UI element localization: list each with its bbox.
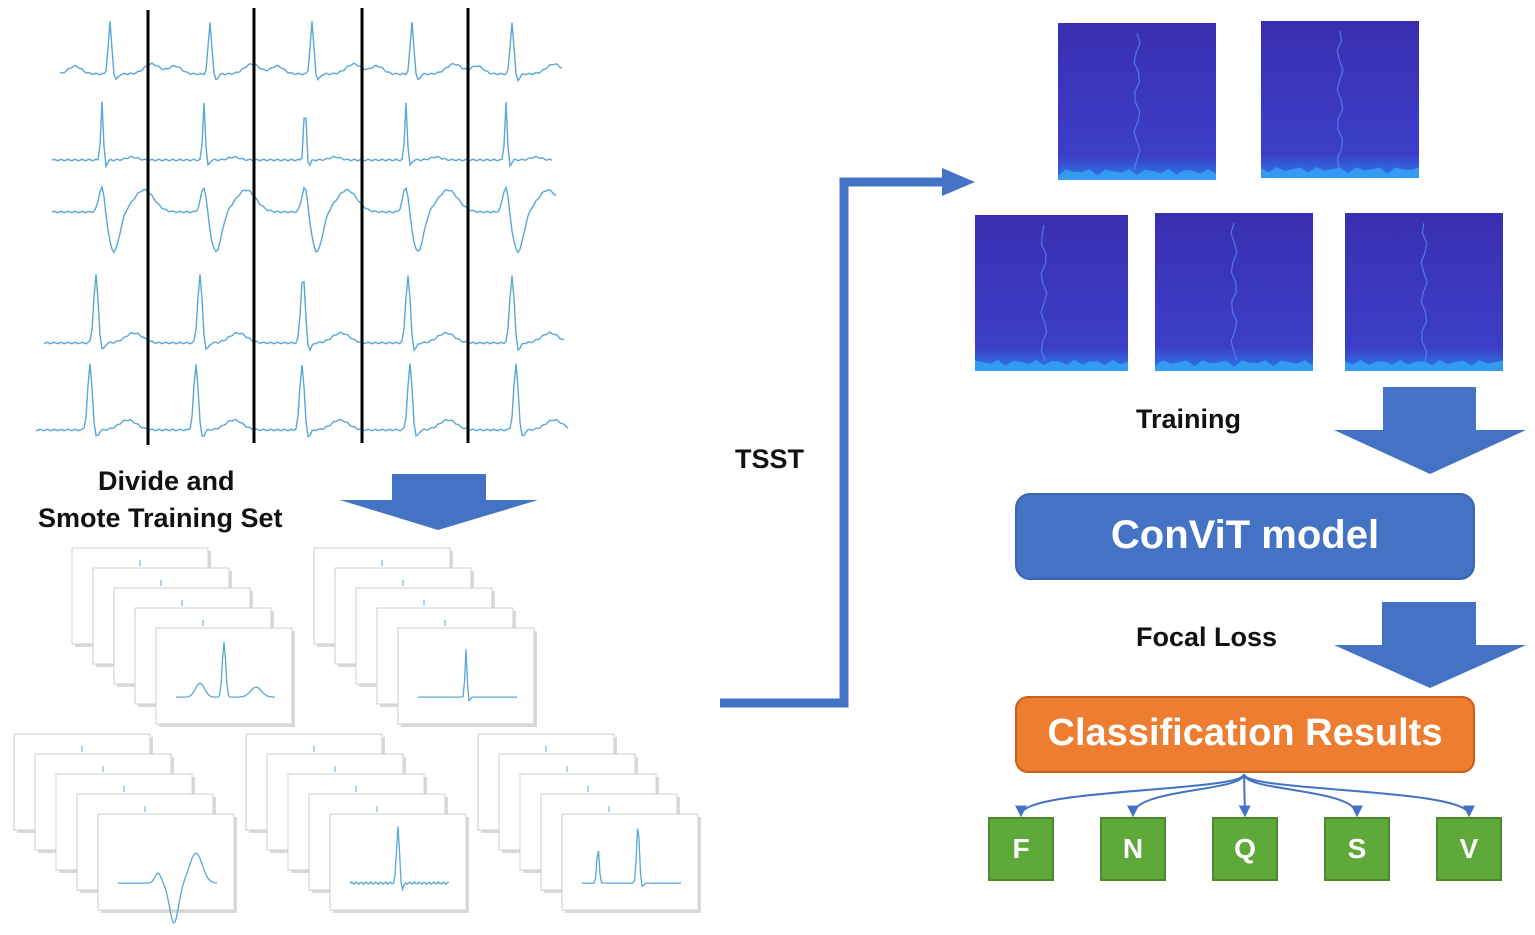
beat-card [561,813,699,911]
ecg-trace-row [43,274,565,353]
class-label-s: S [1347,833,1367,864]
spectrogram-ridge [1420,222,1428,362]
class-nodes [988,817,1502,881]
class-branch-arrow [1243,773,1475,818]
classification-results-box [1015,696,1475,773]
training-down-arrow [1334,387,1526,474]
spectrogram-floor [1058,169,1216,180]
segment-divider-lines [146,8,470,445]
spectrogram-ridge [1133,32,1141,171]
beat-image-stack [71,547,295,727]
class-label-q: Q [1234,833,1256,864]
beat-card-trace [418,649,517,703]
ecg-trace-row [59,21,563,83]
spectrogram-floor [1261,167,1419,178]
class-node-f [988,817,1054,881]
class-branch-arrow [1238,773,1251,818]
beat-image-stack [245,733,469,913]
class-branch-arrow [1015,773,1245,818]
beat-image-stacks [13,547,701,924]
ecg-waveform-grid [35,21,569,438]
class-branch-arrow [1127,773,1245,818]
focal-loss-label: Focal Loss [1136,622,1278,652]
class-label-n: N [1122,833,1144,864]
tsst-connector-arrow [720,168,975,708]
tsst-spectrograms [975,21,1503,371]
beat-card [97,813,235,911]
spectrogram-image [1345,213,1503,371]
spectrogram-image [1155,213,1313,371]
ecg-trace-row [51,184,557,254]
spectrogram-image [1058,23,1216,180]
spectrogram-background [975,215,1128,371]
beat-card-trace [176,642,275,698]
divide-label-line2: Smote Training Set [38,503,283,533]
spectrogram-ridge [1230,222,1238,362]
spectrogram-floor [1155,360,1313,371]
spectrogram-ridge [1336,30,1344,169]
spectrogram-background [1058,23,1216,180]
spectrogram-floor [1345,360,1503,371]
class-label-v: V [1459,833,1479,864]
beat-card [397,627,535,725]
focal-loss-down-arrow [1334,602,1526,688]
class-node-s [1324,817,1390,881]
divide-label-line1: Divide and [98,466,235,496]
beat-image-stack [13,733,237,924]
class-node-v [1436,817,1502,881]
spectrogram-background [1155,213,1313,371]
spectrogram-ridge [1040,224,1048,362]
class-label-f: F [1012,833,1030,864]
spectrogram-image [1261,21,1419,178]
tsst-label: TSST [735,444,805,474]
class-node-n [1100,817,1166,881]
beat-card-trace [118,852,218,924]
ecg-trace-row [35,363,569,438]
beat-card-trace [349,826,450,893]
convit-model-label: ConViT model [1110,513,1380,557]
ecg-trace-row [51,101,553,170]
convit-model-box [1015,493,1475,580]
training-label: Training [1136,404,1242,434]
beat-image-stack [477,733,701,913]
spectrogram-image [975,215,1128,371]
beat-card-trace [582,828,681,887]
classification-results-label: Classification Results [1047,712,1443,754]
beat-image-stack [313,547,537,727]
class-branch-arrows [1015,773,1475,818]
divide-down-arrow [340,474,538,530]
class-branch-arrow [1243,773,1363,818]
beat-card [329,813,467,911]
class-node-q [1212,817,1278,881]
spectrogram-floor [975,360,1128,371]
